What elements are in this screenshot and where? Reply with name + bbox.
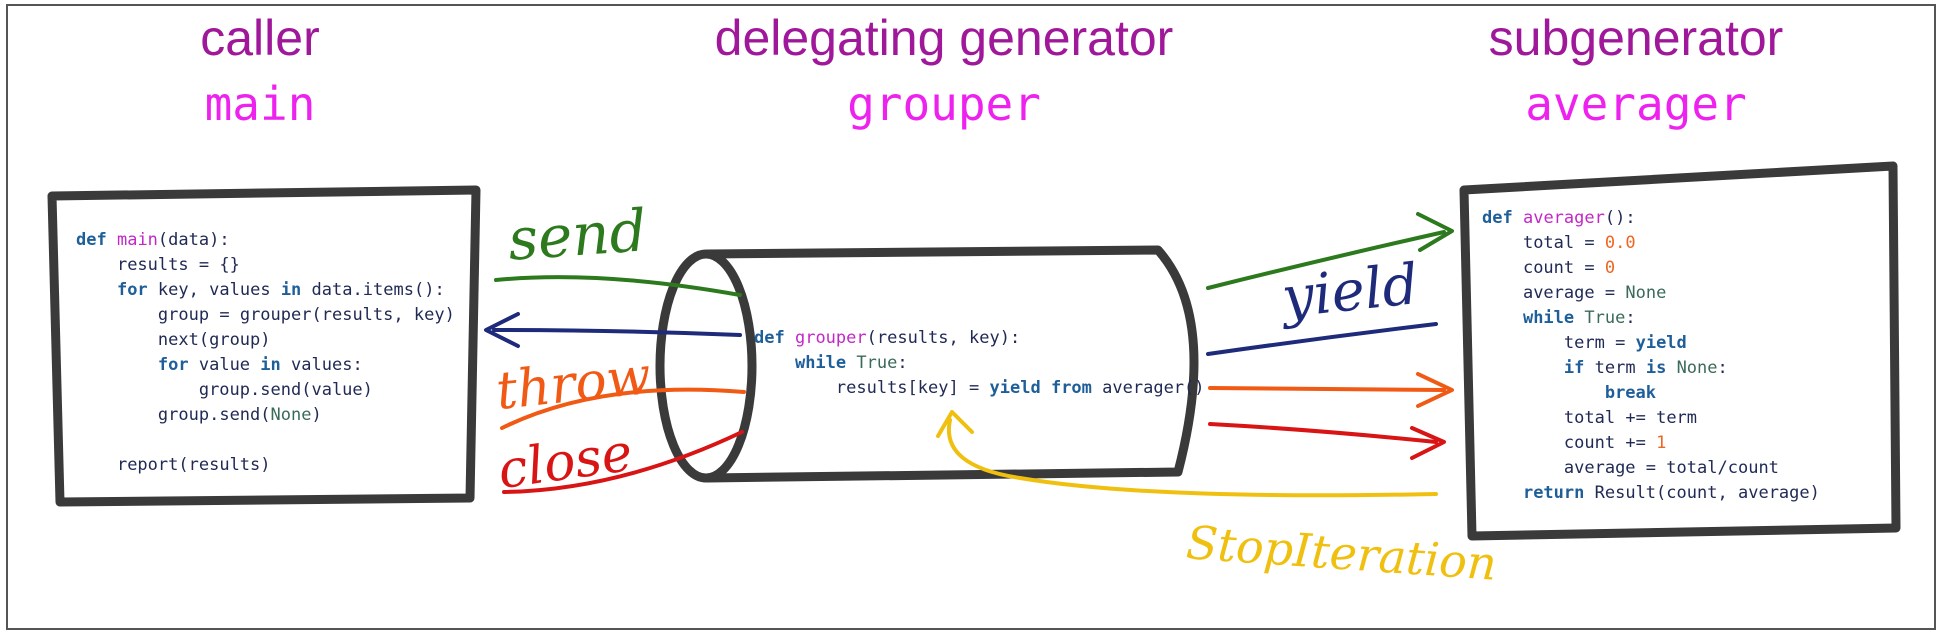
- averager-code-line: count += 1: [1563, 433, 1667, 453]
- main-code-line: def main(data):: [76, 230, 230, 250]
- main-code-line: group = grouper(results, key): [157, 305, 455, 325]
- averager-code-line: total = 0.0: [1522, 233, 1636, 253]
- throw-label: throw: [493, 346, 654, 422]
- averager-code-line: total += term: [1563, 408, 1698, 428]
- grouper-code: def grouper(results, key): while True: r…: [754, 326, 1205, 401]
- subgenerator-name: averager: [1525, 77, 1747, 131]
- main-code-line: group.send(value): [198, 380, 373, 400]
- send-label: send: [505, 196, 649, 274]
- delegating-heading: delegating generator: [714, 10, 1174, 66]
- yield-arrowhead: [484, 312, 520, 348]
- averager-code-line: break: [1604, 383, 1657, 403]
- main-code-box: [47, 185, 481, 507]
- main-code: def main(data): results = {} for key, va…: [76, 228, 455, 478]
- throw-arrowhead: [1416, 372, 1454, 408]
- throw-arrow: [500, 387, 746, 430]
- subgenerator-heading: subgenerator: [1488, 10, 1784, 66]
- delegating-name: grouper: [847, 77, 1041, 131]
- averager-code-line: def averager():: [1482, 208, 1636, 228]
- main-code-line: for key, values in data.items():: [116, 280, 445, 300]
- main-code-line: for value in values:: [157, 355, 363, 375]
- caller-name: main: [204, 77, 316, 131]
- yield-label: yield: [1278, 252, 1422, 331]
- grouper-code-line: while True:: [794, 353, 908, 373]
- averager-code-line: count = 0: [1522, 258, 1616, 278]
- main-code-line: next(group): [157, 330, 271, 350]
- averager-code: def averager(): total = 0.0 count = 0 av…: [1482, 206, 1820, 506]
- grouper-code-line: def grouper(results, key):: [754, 328, 1021, 348]
- main-code-line: group.send(None): [157, 405, 322, 425]
- averager-code-line: average = total/count: [1563, 458, 1779, 478]
- send-arrowhead: [1416, 212, 1454, 252]
- send-arrow-out: [1206, 230, 1446, 290]
- stopiteration-arrow: [946, 418, 1438, 498]
- throw-arrow-out: [1208, 386, 1446, 392]
- yield-arrow-out: [492, 328, 742, 337]
- averager-code-line: average = None: [1522, 283, 1667, 303]
- send-arrow: [494, 275, 742, 297]
- close-arrow: [502, 430, 744, 494]
- averager-code-box: [1459, 161, 1901, 541]
- averager-code-line: return Result(count, average): [1522, 483, 1820, 503]
- stopiteration-arrowhead: [936, 410, 974, 438]
- averager-code-line: term = yield: [1563, 333, 1687, 353]
- averager-code-line: if term is None:: [1563, 358, 1728, 378]
- averager-code-line: while True:: [1522, 308, 1636, 328]
- main-code-line: results = {}: [116, 255, 240, 275]
- main-code-line: report(results): [116, 455, 271, 475]
- caller-heading: caller: [200, 10, 320, 66]
- close-arrowhead: [1410, 426, 1446, 460]
- yield-arrow: [1206, 322, 1438, 356]
- grouper-code-line: results[key] = yield from averager(): [835, 378, 1205, 398]
- close-arrow-out: [1208, 422, 1438, 444]
- pipe: [655, 245, 1199, 483]
